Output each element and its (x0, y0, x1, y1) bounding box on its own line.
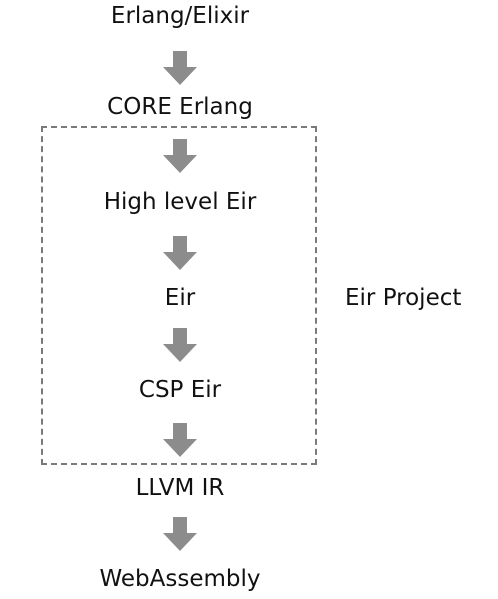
eir-project-group-box (41, 126, 317, 465)
node-high-level-eir: High level Eir (103, 189, 257, 215)
down-arrow-icon (163, 423, 197, 457)
eir-project-label: Eir Project (345, 285, 462, 311)
down-arrow-icon (163, 139, 197, 173)
node-core-erlang: CORE Erlang (107, 94, 253, 120)
node-eir: Eir (164, 285, 196, 311)
node-csp-eir: CSP Eir (138, 377, 222, 403)
down-arrow-icon (163, 517, 197, 551)
down-arrow-icon (163, 236, 197, 270)
down-arrow-icon (163, 51, 197, 85)
node-llvm-ir: LLVM IR (135, 475, 225, 501)
node-webassembly: WebAssembly (99, 566, 261, 592)
node-erlang-elixir: Erlang/Elixir (110, 3, 250, 29)
down-arrow-icon (163, 328, 197, 362)
